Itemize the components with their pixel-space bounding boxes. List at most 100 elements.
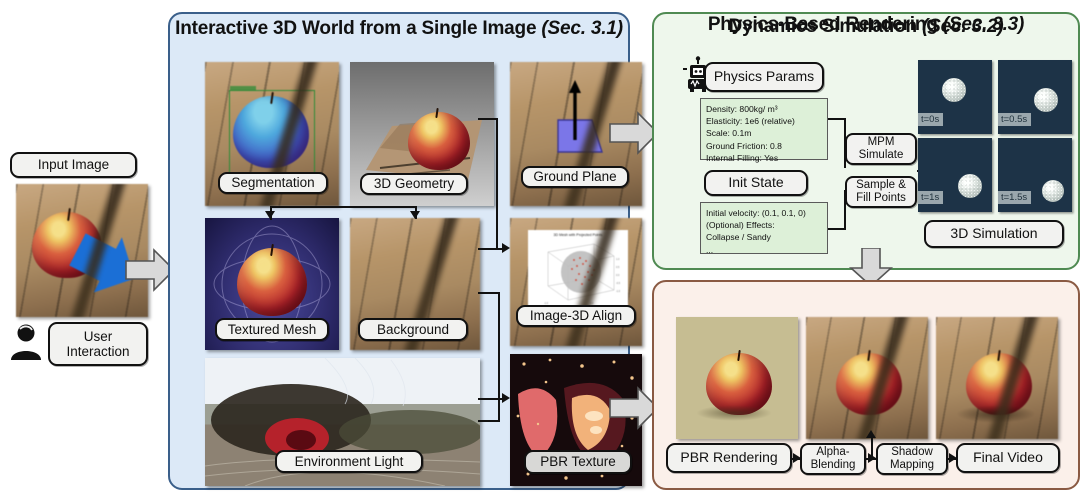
final-video-step[interactable]: Final Video bbox=[956, 443, 1060, 473]
label-environment-light: Environment Light bbox=[275, 450, 423, 473]
sim-ball bbox=[942, 78, 966, 102]
segmentation-bbox-tag bbox=[230, 86, 256, 91]
init-state-effect-options: Collapse / Sandy bbox=[706, 232, 771, 243]
label-segmentation: Segmentation bbox=[218, 172, 328, 194]
physics-param-elasticity: Elasticity: 1e6 (relative) bbox=[706, 116, 795, 127]
blue-panel-title: Interactive 3D World from a Single Image… bbox=[168, 18, 630, 40]
render-frame-final bbox=[936, 317, 1058, 439]
physics-param-scale: Scale: 0.1m bbox=[706, 128, 752, 139]
mesh-apple-shape bbox=[237, 248, 307, 316]
connector-geom-to-ground bbox=[496, 118, 498, 248]
label-image-3d-align: Image-3D Align bbox=[516, 305, 636, 327]
user-interaction-label: User Interaction bbox=[48, 322, 148, 366]
shadow-mapping-line1: Shadow bbox=[891, 446, 933, 459]
person-icon bbox=[11, 324, 41, 360]
connector-env-right bbox=[478, 420, 500, 422]
connector-params-right bbox=[828, 118, 846, 120]
label-ground-plane: Ground Plane bbox=[521, 166, 629, 188]
shadow-mapping-step[interactable]: Shadow Mapping bbox=[876, 443, 948, 475]
green-panel-title-text: Dynamics Simulation bbox=[728, 16, 918, 37]
arrowhead-alpha-up bbox=[866, 430, 876, 438]
pink-panel-section: (Sec. 3.3) bbox=[942, 14, 1025, 35]
geometry-apple-shape bbox=[408, 112, 470, 170]
sim-timestamp: t=1s bbox=[918, 191, 944, 204]
arrow-world-to-rendering bbox=[608, 385, 660, 431]
arrow-input-to-world bbox=[124, 247, 176, 293]
blue-panel-title-text: Interactive 3D World from a Single Image bbox=[175, 18, 537, 39]
svg-text:-1.0: -1.0 bbox=[544, 302, 549, 305]
3d-simulation-label: 3D Simulation bbox=[924, 220, 1064, 248]
svg-text:1.0: 1.0 bbox=[616, 258, 620, 261]
sample-fill-points-button[interactable]: Sample & Fill Points bbox=[845, 176, 917, 208]
physics-param-density: Density: 800kg/ m³ bbox=[706, 104, 778, 114]
connector-to-pbrtex bbox=[478, 398, 506, 400]
label-3d-geometry: 3D Geometry bbox=[360, 173, 468, 195]
arrowhead-pbr-to-alpha bbox=[793, 453, 801, 463]
shadow-mapping-line2: Mapping bbox=[889, 459, 935, 471]
arrowhead-to-align bbox=[502, 243, 510, 253]
label-background: Background bbox=[358, 318, 468, 341]
mpm-line1: MPM bbox=[867, 136, 895, 149]
user-interaction-line2: Interaction bbox=[66, 344, 130, 359]
sim-frame-3: t=1.5s bbox=[998, 138, 1072, 212]
arrow-world-to-dynamics bbox=[608, 110, 660, 156]
blue-panel-section: (Sec. 3.1) bbox=[541, 18, 623, 39]
svg-text:0.0: 0.0 bbox=[616, 274, 620, 277]
render-shadow bbox=[696, 405, 772, 421]
connector-bg-right bbox=[478, 292, 500, 294]
sample-line1: Sample & bbox=[856, 179, 906, 192]
pink-panel-title: Physics-Based Rendering (Sec. 3.3) bbox=[652, 14, 1080, 36]
label-textured-mesh: Textured Mesh bbox=[215, 318, 329, 341]
connector-seg-to-mesh bbox=[270, 206, 272, 220]
sim-frame-0: t=0s bbox=[918, 60, 992, 134]
label-pbr-texture: PBR Texture bbox=[524, 450, 632, 474]
physics-params-button[interactable]: Physics Params bbox=[704, 62, 824, 92]
render-apple-shape bbox=[836, 353, 902, 415]
input-image-thumbnail bbox=[16, 184, 148, 317]
init-state-ellipsis: ... bbox=[706, 244, 714, 255]
mpm-simulate-button[interactable]: MPM Simulate bbox=[845, 133, 917, 165]
sim-ball bbox=[1034, 88, 1058, 112]
init-state-values: Initial velocity: (0.1, 0.1, 0) (Optiona… bbox=[700, 202, 828, 255]
connector-to-align bbox=[478, 248, 506, 250]
arrowhead-to-background bbox=[410, 211, 420, 219]
sim-timestamp: t=0s bbox=[918, 113, 944, 126]
align-plot-title: 3D Mesh with Projected Points bbox=[553, 233, 603, 237]
connector-bg-down bbox=[498, 292, 500, 420]
render-shadow bbox=[956, 405, 1036, 423]
sim-frame-2: t=1s bbox=[918, 138, 992, 212]
render-frame-alpha bbox=[806, 317, 928, 439]
svg-text:0.5: 0.5 bbox=[616, 266, 620, 269]
connector-init-right bbox=[828, 228, 846, 230]
sample-line2: Fill Points bbox=[856, 192, 906, 204]
green-panel-title: Dynamics Simulation (Sec. 3.2) bbox=[652, 16, 1080, 38]
render-frame-pbr bbox=[676, 317, 798, 439]
sim-ball bbox=[1042, 180, 1064, 202]
init-state-button[interactable]: Init State bbox=[704, 170, 808, 196]
robot-icon bbox=[683, 56, 713, 92]
physics-params-values: Density: 800kg/ m³ Elasticity: 1e6 (rela… bbox=[700, 98, 828, 163]
svg-text:0.0: 0.0 bbox=[590, 302, 594, 305]
svg-text:-0.5: -0.5 bbox=[616, 282, 621, 285]
input-image-label: Input Image bbox=[10, 152, 137, 178]
segmentation-bbox bbox=[229, 90, 315, 174]
connector-geom-to-ground-h bbox=[478, 118, 498, 120]
init-state-velocity: Initial velocity: (0.1, 0.1, 0) bbox=[706, 208, 806, 218]
mpm-line2: Simulate bbox=[858, 149, 904, 161]
sim-timestamp: t=1.5s bbox=[998, 191, 1032, 204]
alpha-blending-line2: Blending bbox=[810, 459, 856, 471]
alpha-blending-step[interactable]: Alpha- Blending bbox=[800, 443, 866, 475]
sim-ball bbox=[958, 174, 982, 198]
connector-alpha-up bbox=[871, 435, 873, 459]
pbr-rendering-step[interactable]: PBR Rendering bbox=[666, 443, 792, 473]
arrow-dynamics-to-rendering bbox=[848, 248, 894, 288]
render-apple-shape bbox=[706, 353, 772, 415]
sim-timestamp: t=0.5s bbox=[998, 113, 1032, 126]
green-panel-section: (Sec. 3.2) bbox=[922, 16, 1004, 37]
physics-param-friction: Ground Friction: 0.8 bbox=[706, 140, 782, 151]
user-interaction-line1: User bbox=[83, 328, 113, 344]
arrowhead-to-pbrtex bbox=[502, 393, 510, 403]
pink-panel-title-text: Physics-Based Rendering bbox=[707, 14, 938, 35]
alpha-blending-line1: Alpha- bbox=[816, 446, 850, 459]
